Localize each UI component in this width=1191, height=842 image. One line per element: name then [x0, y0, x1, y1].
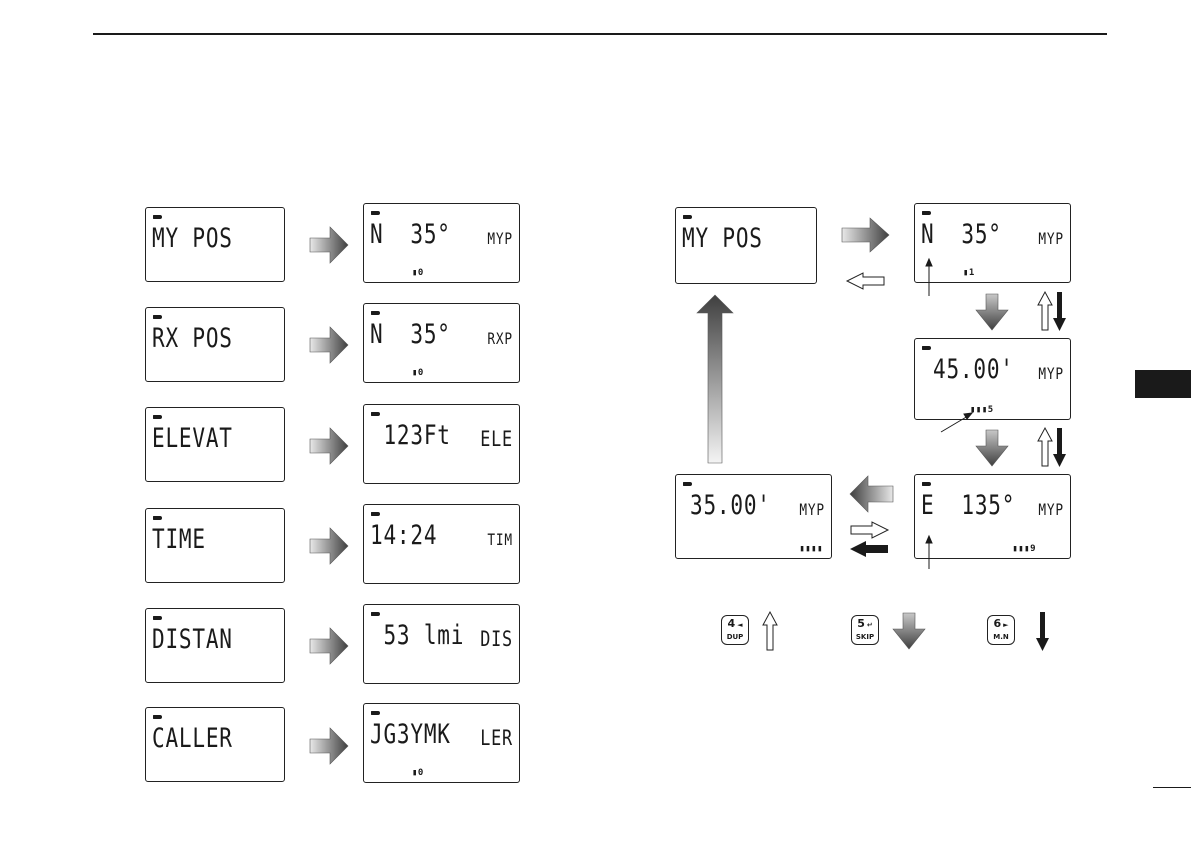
outline-up-arrow-icon: [1038, 292, 1052, 330]
gradient-right-arrow-icon: [310, 628, 348, 664]
large-up-arrow-icon: [697, 295, 733, 463]
gradient-down-arrow-icon: [893, 613, 925, 649]
gradient-down-arrow-icon: [976, 294, 1008, 330]
outline-left-arrow-icon: [847, 273, 884, 289]
solid-down-arrow-icon: [1053, 292, 1066, 331]
outline-up-arrow-icon: [1038, 428, 1052, 466]
outline-right-arrow-icon: [851, 522, 888, 538]
gradient-right-arrow-icon: [310, 327, 348, 363]
gradient-right-arrow-icon: [310, 528, 348, 564]
gradient-down-arrow-icon: [976, 430, 1008, 466]
solid-down-arrow-icon: [1036, 612, 1049, 651]
outline-up-arrow-icon: [763, 612, 777, 650]
gradient-right-arrow-icon: [310, 428, 348, 464]
gradient-right-arrow-icon: [310, 227, 348, 263]
pointer-line: [926, 536, 932, 569]
gradient-left-arrow-icon: [850, 476, 893, 512]
gradient-right-arrow-icon: [842, 218, 889, 252]
pointer-line: [926, 259, 932, 296]
solid-down-arrow-icon: [1053, 428, 1066, 467]
pointer-line: [941, 413, 972, 432]
gradient-right-arrow-icon: [310, 728, 348, 764]
solid-left-arrow-icon: [850, 541, 888, 557]
